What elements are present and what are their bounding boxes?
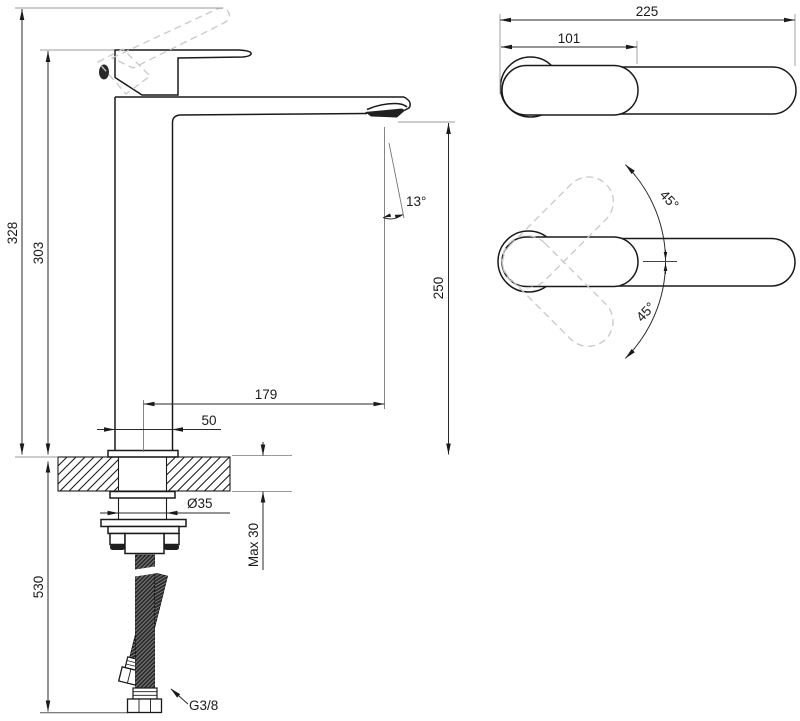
mounting-hardware [40,490,187,714]
max-deck-thickness-label: Max 30 [246,523,261,567]
mounting-bolt-left [109,532,126,546]
bolt-foot-right [164,544,179,550]
spout-end-cut [403,96,411,112]
counter-hatch-right [166,456,231,492]
counter-hatch-left [57,456,119,492]
top-view: 225 101 [499,4,797,118]
height-to-handle-label: 303 [31,242,46,265]
hose-break-gap [132,566,158,577]
mounting-bolt-right [163,532,180,546]
hose-nut-left [126,698,163,714]
aerator-cap [366,102,408,111]
hose-thread-label: G3/8 [189,698,218,713]
spout-reach-label: 179 [255,387,278,402]
swivel-down-label: 45° [633,299,658,324]
spout-outlet-height-label: 250 [431,277,446,300]
side-view-dimensions: 328 303 530 250 Max 30 179 50 [5,7,455,713]
height-below-deck-label: 530 [31,576,46,599]
overall-length-label: 225 [636,4,659,19]
body-width-label: 50 [201,413,216,428]
bolt-foot-left [110,544,125,550]
handle-ghost-down [501,235,614,348]
supply-hose-left [126,554,163,714]
hole-diameter-label: Ø35 [187,496,213,511]
swivel-view: 45° 45° [497,164,796,359]
spout-underside-body-right-edge [171,112,368,451]
hose-fitting-left [132,687,158,700]
handle-top-outline [501,64,639,116]
rubber-washer [109,490,176,499]
swivel-up-label: 45° [657,187,682,212]
handle-side [114,49,252,96]
mounting-bracket [107,525,180,535]
aerator-face [365,108,405,118]
aerator-angle-label: 13° [406,194,426,209]
mounting-plate [100,518,187,528]
handle-length-label: 101 [558,31,581,46]
cartridge-pivot [99,64,109,80]
handle-ghost-up [502,176,615,289]
base-flange [107,449,179,458]
overall-height-label: 328 [5,222,20,245]
shank-nut-body [124,532,165,555]
swivel-handle-outline [501,236,639,288]
side-view-faucet [96,7,411,458]
